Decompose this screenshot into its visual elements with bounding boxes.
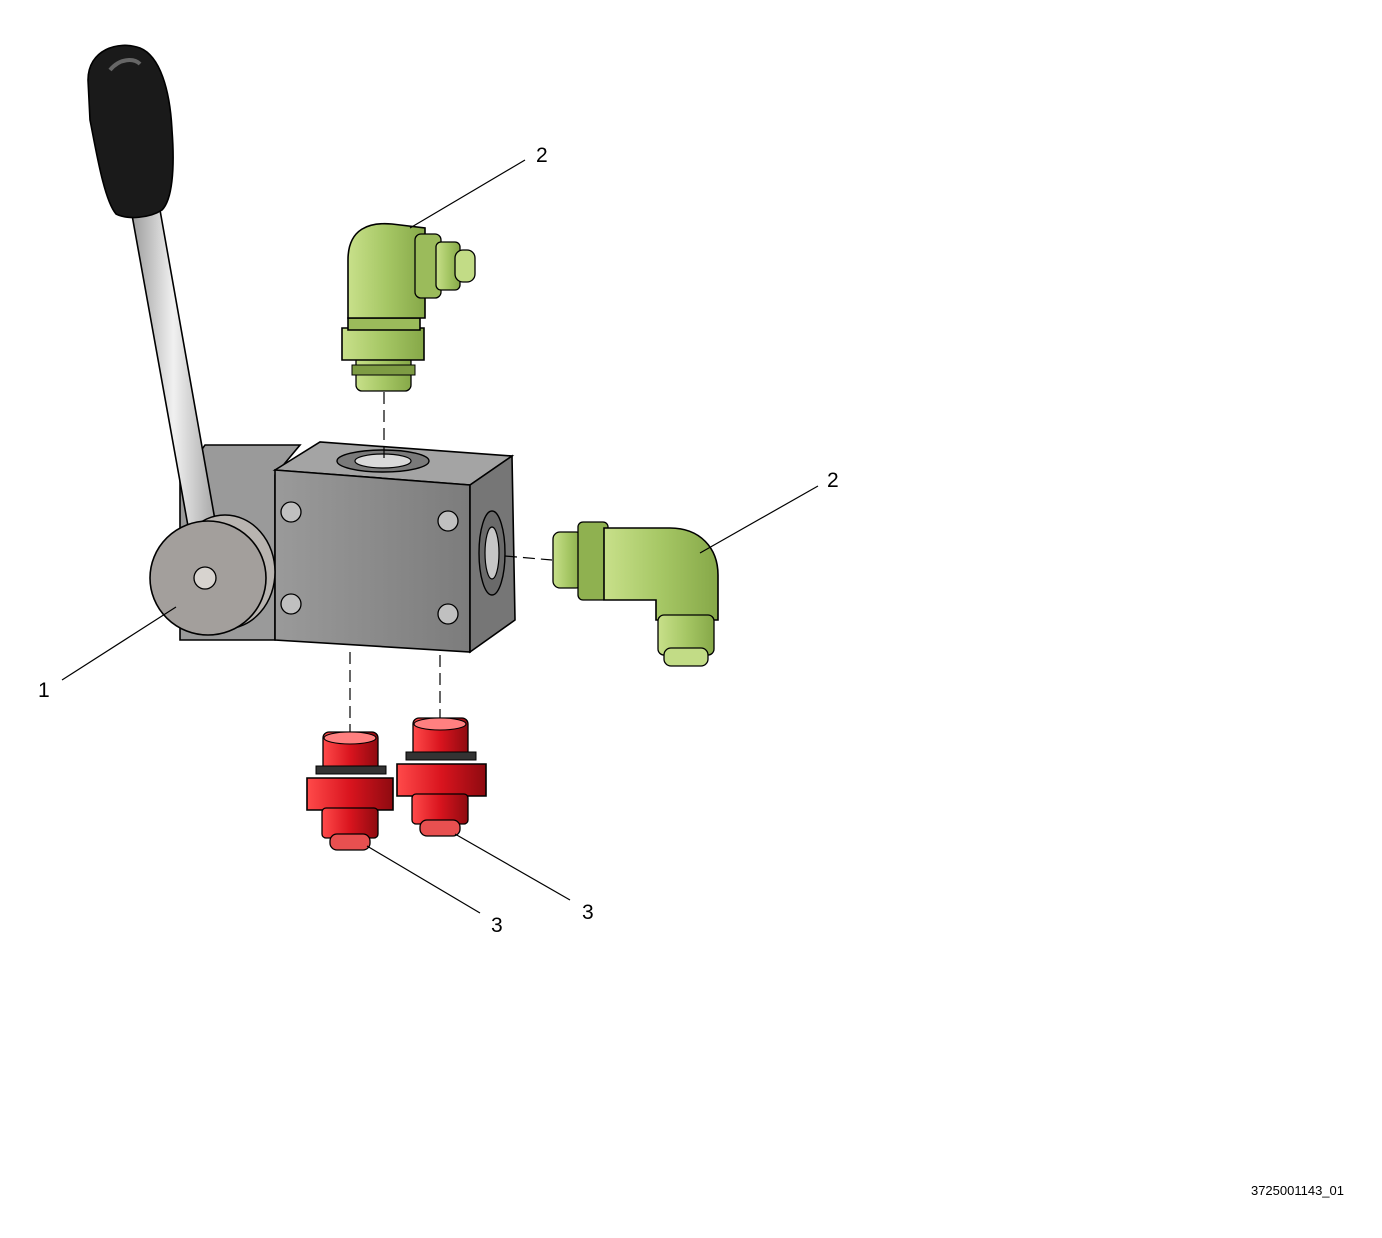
straight-connector-left (306, 731, 394, 851)
drawing-number: 3725001143_01 (1250, 1183, 1344, 1198)
mounting-hole (437, 510, 459, 532)
straight-connector-right (396, 717, 487, 837)
mounting-hole (437, 603, 459, 625)
callout-2-top: 2 (536, 144, 548, 167)
callout-3-right: 3 (582, 901, 594, 924)
elbow-fitting-top (341, 222, 476, 392)
callout-1: 1 (38, 679, 50, 702)
mounting-hole (280, 501, 302, 523)
mounting-hole (280, 593, 302, 615)
handle-grip-icon (87, 44, 174, 219)
elbow-fitting-right (552, 521, 719, 667)
callout-3-left: 3 (491, 914, 503, 937)
lever-rod (131, 209, 216, 527)
callout-2-right: 2 (827, 469, 839, 492)
assembly-lines (349, 392, 553, 732)
leader-lines (61, 159, 819, 914)
lever-valve (87, 44, 516, 654)
